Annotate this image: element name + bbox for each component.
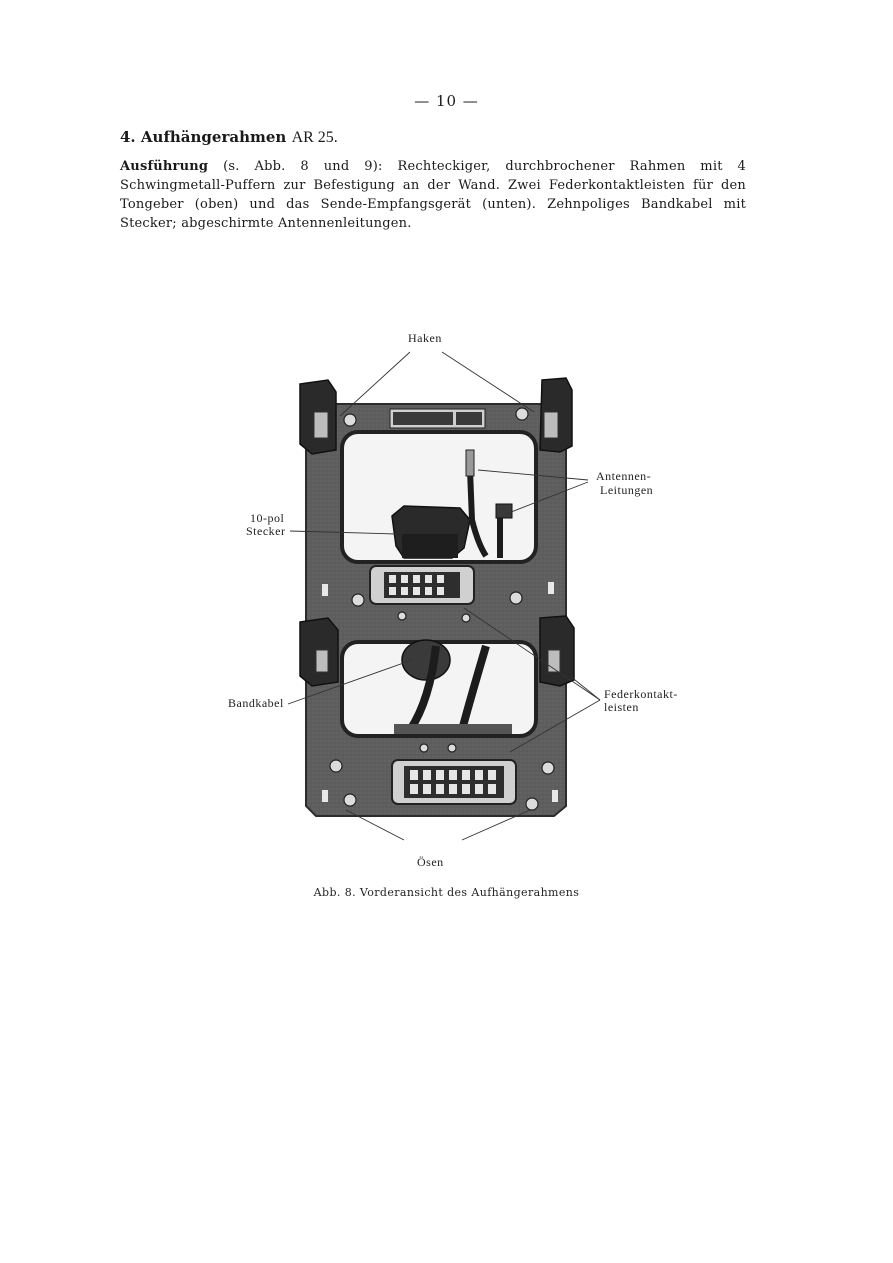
section-model: AR 25. xyxy=(291,129,338,146)
paragraph-text: (s. Abb. 8 und 9): Rechteckiger, durchbr… xyxy=(120,159,746,231)
body-paragraph: Ausführung (s. Abb. 8 und 9): Rechteckig… xyxy=(120,157,746,233)
label-antennen-2: Leitungen xyxy=(600,483,654,497)
section-heading: 4. Aufhängerahmen AR 25. xyxy=(120,128,338,147)
label-haken: Haken xyxy=(408,331,442,345)
label-bandkabel: Bandkabel xyxy=(228,696,284,710)
label-oesen: Ösen xyxy=(417,855,444,869)
ribbon-cable-coil xyxy=(401,639,451,681)
section-title: Aufhängerahmen xyxy=(140,128,287,146)
page-number: — 10 — xyxy=(414,92,479,110)
label-feder-1: Federkontakt- xyxy=(604,687,678,701)
cable-bundle xyxy=(458,644,490,732)
label-stecker-1: 10-pol xyxy=(250,511,285,525)
label-antennen-1: Antennen- xyxy=(596,469,652,483)
lower-opening xyxy=(340,640,538,738)
upper-opening xyxy=(340,430,538,564)
paragraph-lead: Ausführung xyxy=(120,159,209,174)
label-stecker-2: Stecker xyxy=(246,524,286,538)
figure-caption: Abb. 8. Vorderansicht des Aufhängerahmen… xyxy=(313,886,580,899)
figure-frame-photo: Haken Antennen- Leitungen 10-pol Stecker… xyxy=(0,320,893,880)
ribbon-cable xyxy=(406,645,440,733)
frame-illustration xyxy=(287,351,601,841)
label-feder-2: leisten xyxy=(604,700,639,714)
section-number: 4. xyxy=(120,128,136,146)
antenna-cable-1 xyxy=(467,469,489,558)
